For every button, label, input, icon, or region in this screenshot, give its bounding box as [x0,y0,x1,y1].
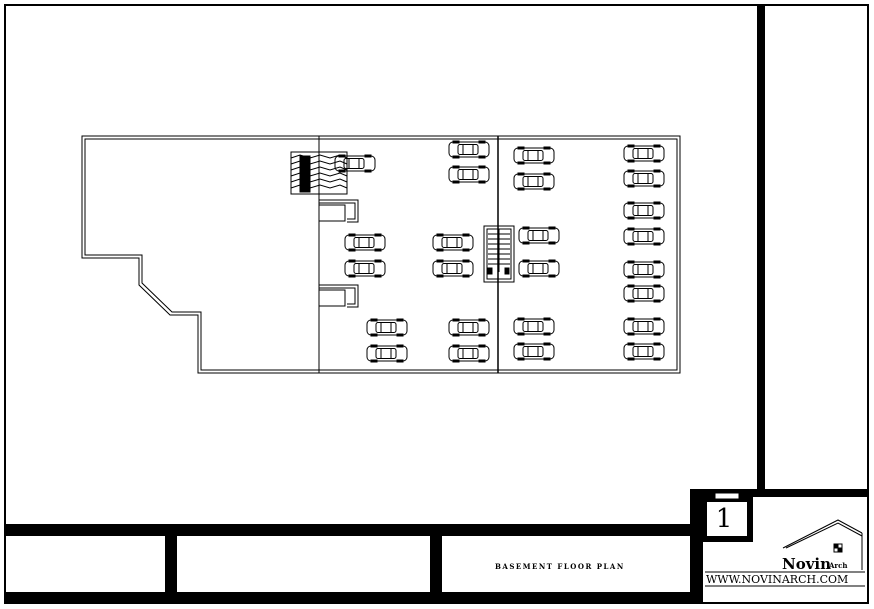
parked-car [623,227,665,246]
title-block-divider-top [693,489,868,497]
parked-car [623,342,665,361]
title-strip-divider-2 [430,536,442,603]
wall-element-1 [318,199,359,223]
brand-logo-icon [782,519,863,570]
title-strip-divider-3 [690,489,703,603]
parked-car [623,201,665,220]
parked-car [334,154,376,173]
parked-car [513,146,555,165]
ramp-stair-block [290,151,348,195]
sheet-number: 1 [715,504,733,534]
floor-plan [81,135,681,374]
title-block-divider-vertical [757,5,765,497]
wall-element-1-box [318,204,346,222]
central-stair-post-right [504,267,510,275]
parked-car [432,259,474,278]
brand-url: WWW.NOVINARCH.COM [706,573,849,586]
parked-car [344,259,386,278]
sheet-number-box-tab [714,492,740,500]
parked-car [513,317,555,336]
plan-perimeter-inner [84,138,678,371]
title-strip-divider-1 [165,536,177,603]
title-strip-bottom-bar [5,592,695,603]
parked-car [623,284,665,303]
parked-car [448,140,490,159]
brand-sub: Arch [829,561,848,570]
central-stair-post-left [487,267,493,275]
parked-car [623,144,665,163]
parked-car [448,344,490,363]
ramp-core [299,155,311,193]
parked-car [513,172,555,191]
central-stair [483,225,515,283]
parked-car [366,344,408,363]
parked-car [518,259,560,278]
wall-element-2-box [318,289,346,307]
parked-car [344,233,386,252]
parked-car [366,318,408,337]
sheet-border [4,4,869,604]
parked-car [623,169,665,188]
ramp-hatch [290,154,348,189]
parked-car [448,165,490,184]
wall-element-2 [319,284,359,308]
title-strip-top-bar [5,524,695,536]
parked-car [448,318,490,337]
parked-car [432,233,474,252]
parked-car [623,317,665,336]
parked-car [518,226,560,245]
parked-car [513,342,555,361]
brand-name: Novin [782,555,832,573]
central-stair-treads [488,229,510,272]
plan-perimeter-outer [81,135,681,374]
parking-cars [334,140,665,363]
drawing-caption: BASEMENT FLOOR PLAN [495,562,625,571]
parked-car [623,260,665,279]
